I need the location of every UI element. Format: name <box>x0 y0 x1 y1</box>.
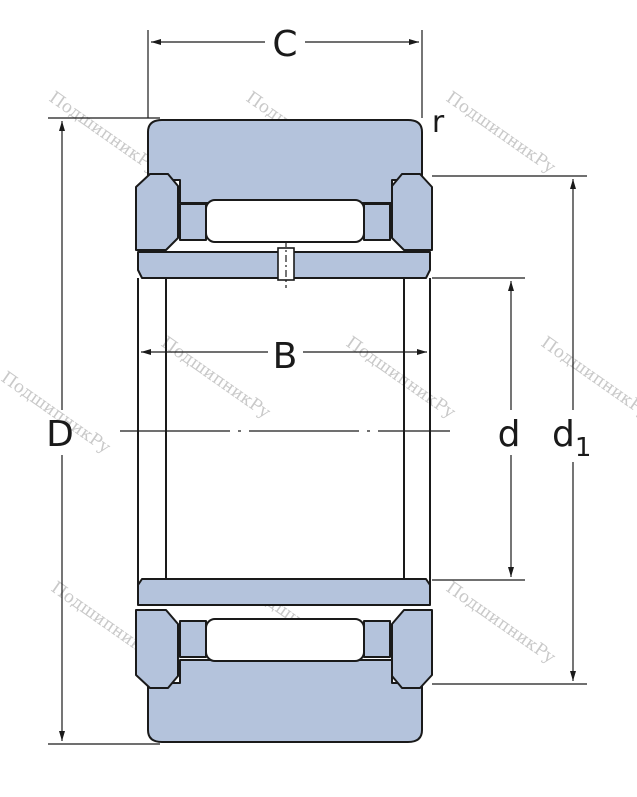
label-d1-subscript: 1 <box>575 433 592 463</box>
watermark-text: ПодшипникРу <box>45 88 162 178</box>
roller-bottom <box>205 618 365 662</box>
outer-ring-bottom <box>147 659 423 743</box>
label-c: C <box>272 24 297 65</box>
cage-left-bottom <box>179 620 207 658</box>
dimension-b: B <box>141 336 427 377</box>
dimension-d1: d1 <box>432 175 591 685</box>
dimension-d-bore: d <box>432 277 525 581</box>
label-d1: d1 <box>552 414 591 463</box>
dimension-d-outer: D <box>46 117 160 745</box>
label-d1-main: d <box>552 414 575 455</box>
left-flange-ring-top <box>135 173 179 251</box>
watermark-text: ПодшипникРу <box>442 88 559 178</box>
inner-ring-bottom <box>137 578 431 606</box>
outer-ring-top <box>147 119 423 204</box>
label-d-outer: D <box>46 414 74 455</box>
cage-right-bottom <box>363 620 391 658</box>
cage-right-top <box>363 203 391 241</box>
label-r: r <box>432 105 445 140</box>
watermark-text: ПодшипникРу <box>342 333 459 423</box>
dimension-c: C <box>147 24 423 118</box>
watermark-text: ПодшипникРу <box>537 333 637 423</box>
watermark-text: ПодшипникРу <box>157 333 274 423</box>
label-d-bore: d <box>498 414 521 455</box>
cage-left-top <box>179 203 207 241</box>
right-flange-ring-top <box>391 173 433 251</box>
roller-top <box>205 199 365 243</box>
watermark-text: ПодшипникРу <box>442 578 559 668</box>
left-flange-ring-bottom <box>135 609 179 689</box>
right-flange-ring-bottom <box>391 609 433 689</box>
label-b: B <box>273 336 298 377</box>
lubrication-hole <box>277 240 295 288</box>
